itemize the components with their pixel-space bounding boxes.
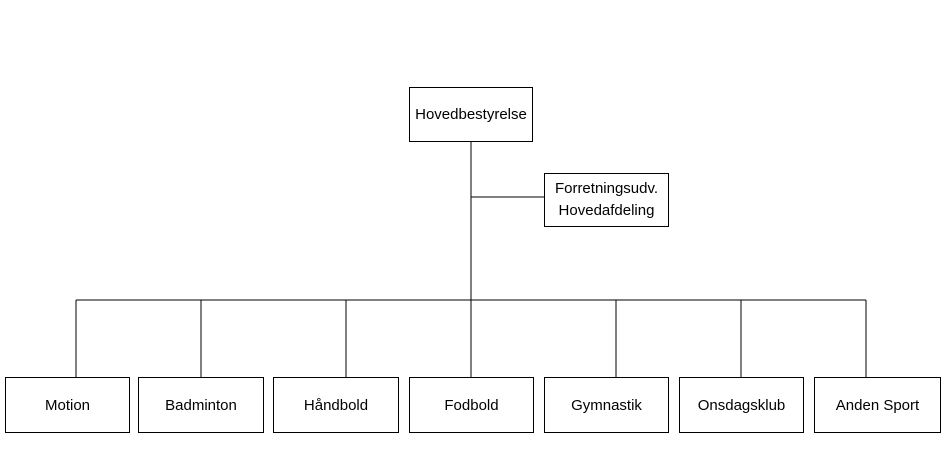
department-node-fodbold: Fodbold [409, 377, 534, 433]
department-node-handbold: Håndbold [273, 377, 399, 433]
department-label: Håndbold [303, 396, 369, 414]
department-node-onsdagsklub: Onsdagsklub [679, 377, 804, 433]
department-label: Badminton [165, 396, 237, 414]
side-node-label-line1: Forretningsudv. [554, 180, 659, 197]
side-node-label-line2: Hovedafdeling [558, 202, 655, 219]
side-node-forretningsudvikling: Forretningsudv. Hovedafdeling [544, 173, 669, 227]
department-node-anden-sport: Anden Sport [814, 377, 941, 433]
department-node-motion: Motion [5, 377, 130, 433]
department-label: Motion [44, 396, 91, 414]
department-label: Fodbold [444, 396, 499, 414]
root-node-hovedbestyrelse: Hovedbestyrelse [409, 87, 533, 142]
department-node-gymnastik: Gymnastik [544, 377, 669, 433]
department-label: Anden Sport [835, 396, 920, 414]
department-label: Gymnastik [571, 396, 642, 414]
department-node-badminton: Badminton [138, 377, 264, 433]
root-node-label: Hovedbestyrelse [415, 106, 527, 123]
department-label: Onsdagsklub [697, 396, 786, 414]
